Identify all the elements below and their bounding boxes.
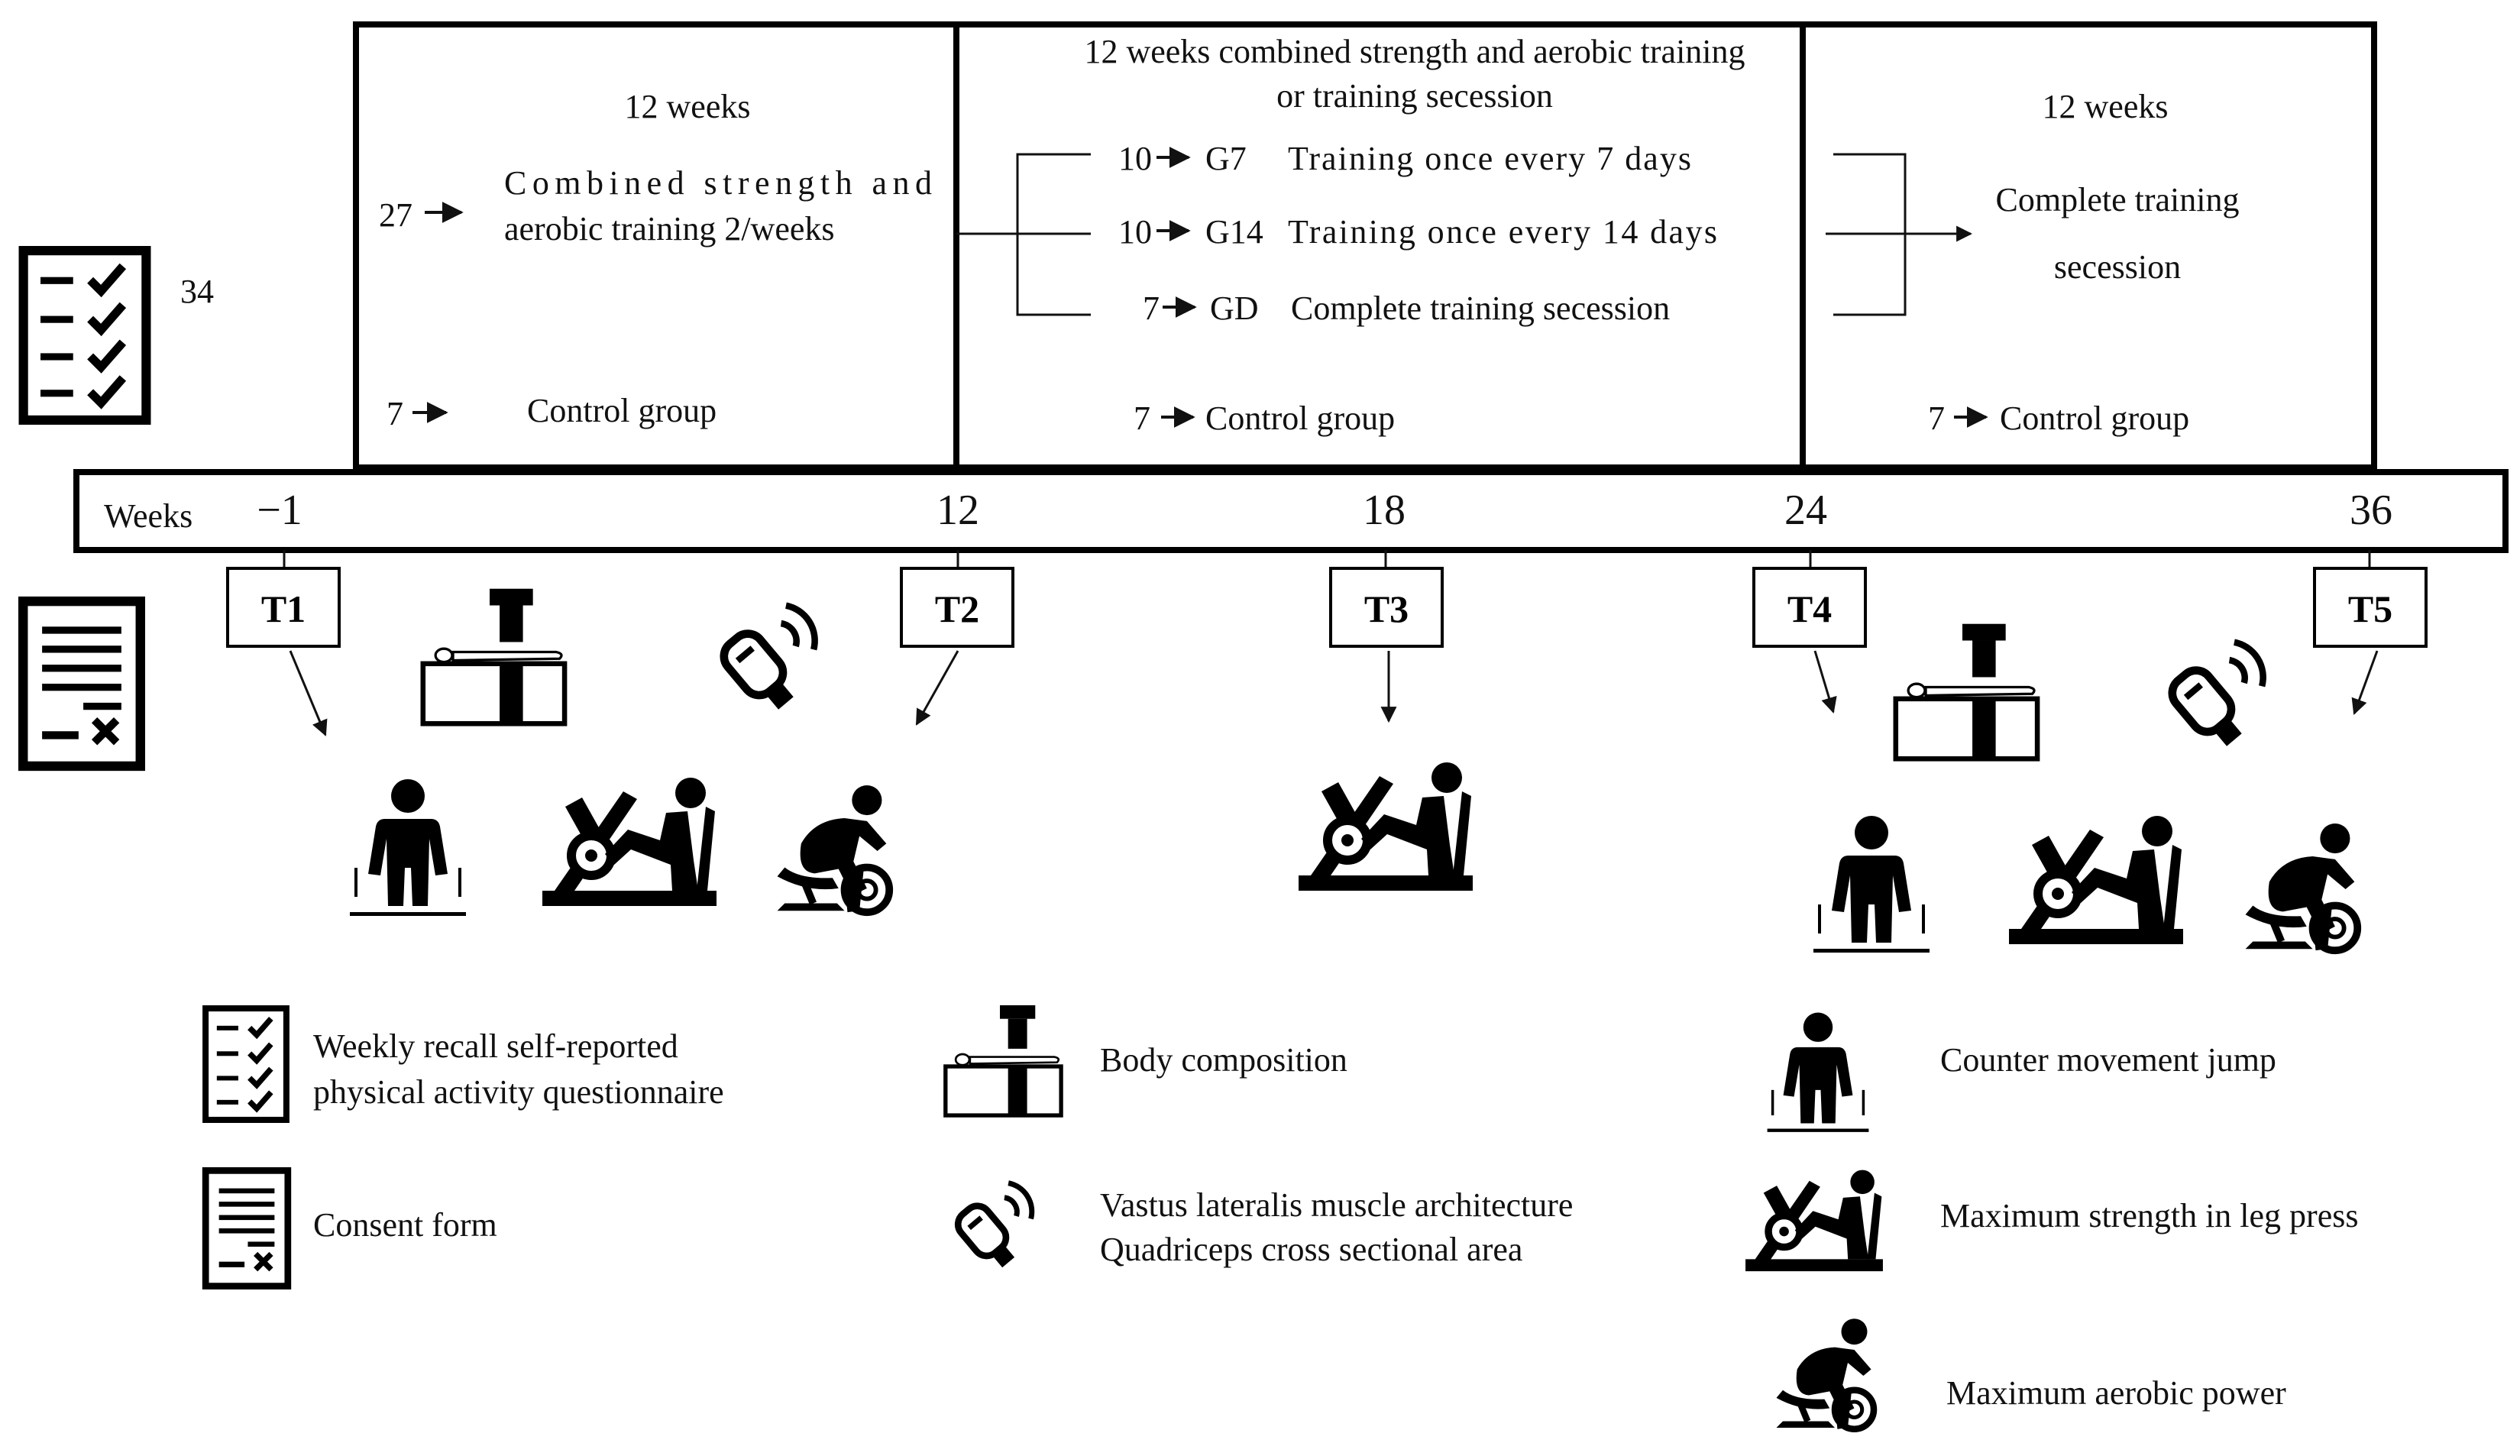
participants-total: 34: [180, 273, 214, 310]
legend: Weekly recall self-reported physical act…: [205, 1005, 2359, 1429]
leg-press-icon: [542, 778, 717, 906]
g7-desc: Training once every 7 days: [1288, 140, 1691, 177]
cycle-ergometer-icon: [778, 785, 890, 912]
tick-week-12: 12: [937, 487, 979, 534]
g14-code: G14: [1205, 213, 1263, 251]
phase3-desc-line2: secession: [2054, 248, 2181, 286]
leg-press-icon: [1299, 762, 1473, 891]
jump-icon: [350, 779, 466, 916]
tick-week-minus1: −1: [257, 487, 302, 534]
dxa-scanner-icon: [423, 589, 564, 724]
t1-box: [226, 567, 341, 648]
tick-week-18: 18: [1363, 487, 1406, 534]
t3-label: T3: [1364, 587, 1409, 630]
t1-label: T1: [261, 587, 306, 630]
phase1-control-count: 7: [387, 395, 403, 432]
phase1-control-label: Control group: [527, 392, 717, 429]
ultrasound-probe-icon: [717, 606, 815, 717]
timepoint-connectors: [283, 550, 2371, 570]
phase3-control-label: Control group: [2000, 400, 2189, 437]
dxa-scanner-icon: [1896, 624, 2037, 759]
tick-week-36: 36: [2350, 487, 2392, 534]
t3-box: [1329, 567, 1444, 648]
timepoint-arrows: [289, 650, 2379, 736]
gd-code: GD: [1210, 290, 1259, 327]
t4-label: T4: [1787, 587, 1832, 630]
phase1-training-line2: aerobic training 2/weeks: [504, 210, 835, 248]
g14-desc: Training once every 14 days: [1288, 213, 1717, 251]
phase2-control-count: 7: [1134, 400, 1150, 437]
t2-box: [900, 567, 1014, 648]
phase3-control-count: 7: [1928, 400, 1945, 437]
legend-checklist-icon: [205, 1008, 286, 1120]
legend-leg-press-icon: [1745, 1170, 1883, 1272]
g7-code: G7: [1205, 140, 1247, 177]
g7-count: 10: [1118, 140, 1152, 177]
phase2-control-label: Control group: [1205, 400, 1395, 437]
timeline-bar: [73, 469, 2509, 553]
checklist-icon: [24, 251, 147, 420]
phase2-title-line2: or training secession: [1276, 77, 1553, 115]
phase1-duration: 12 weeks: [625, 88, 751, 125]
legend-consent-icon: [205, 1170, 288, 1286]
legend-jump-icon: [1767, 1012, 1869, 1132]
ultrasound-probe-icon: [2166, 642, 2263, 754]
legend-consent: Consent form: [313, 1206, 497, 1244]
gd-count: 7: [1143, 290, 1160, 327]
phase3-desc-line1: Complete training: [1996, 181, 2240, 218]
t2-label: T2: [935, 587, 979, 630]
legend-body-composition: Body composition: [1100, 1041, 1347, 1079]
phase3-duration: 12 weeks: [2043, 88, 2169, 125]
timeline-label: Weeks: [104, 497, 192, 535]
phase3-box: [1800, 21, 2377, 471]
legend-bike-icon: [1777, 1318, 1875, 1429]
gd-desc: Complete training secession: [1291, 290, 1670, 327]
legend-aerobic: Maximum aerobic power: [1946, 1374, 2286, 1412]
t4-box: [1752, 567, 1867, 648]
phase-boxes: [353, 21, 2377, 471]
legend-ultrasound-line1: Vastus lateralis muscle architecture: [1100, 1186, 1573, 1224]
legend-ultrasound-line2: Quadriceps cross sectional area: [1100, 1231, 1522, 1268]
legend-questionnaire-line2: physical activity questionnaire: [313, 1073, 724, 1111]
tick-week-24: 24: [1784, 487, 1827, 534]
legend-questionnaire-line1: Weekly recall self-reported: [313, 1027, 678, 1065]
g14-count: 10: [1118, 213, 1152, 251]
consent-form-icon: [23, 601, 141, 766]
phase1-training-line1: Combined strength and: [504, 164, 932, 202]
phase2-left-brace: [1016, 153, 1091, 316]
t5-box: [2313, 567, 2428, 648]
legend-ultrasound-icon: [953, 1183, 1032, 1273]
phase1-training-count: 27: [379, 196, 412, 234]
legend-cmj: Counter movement jump: [1940, 1041, 2276, 1079]
legend-dxa-icon: [946, 1005, 1061, 1115]
legend-leg-press: Maximum strength in leg press: [1940, 1197, 2359, 1234]
cycle-ergometer-icon: [2246, 823, 2358, 950]
t5-label: T5: [2348, 587, 2392, 630]
phase2-title-line1: 12 weeks combined strength and aerobic t…: [1084, 33, 1745, 70]
jump-icon: [1813, 816, 1930, 953]
leg-press-icon: [2009, 816, 2183, 944]
